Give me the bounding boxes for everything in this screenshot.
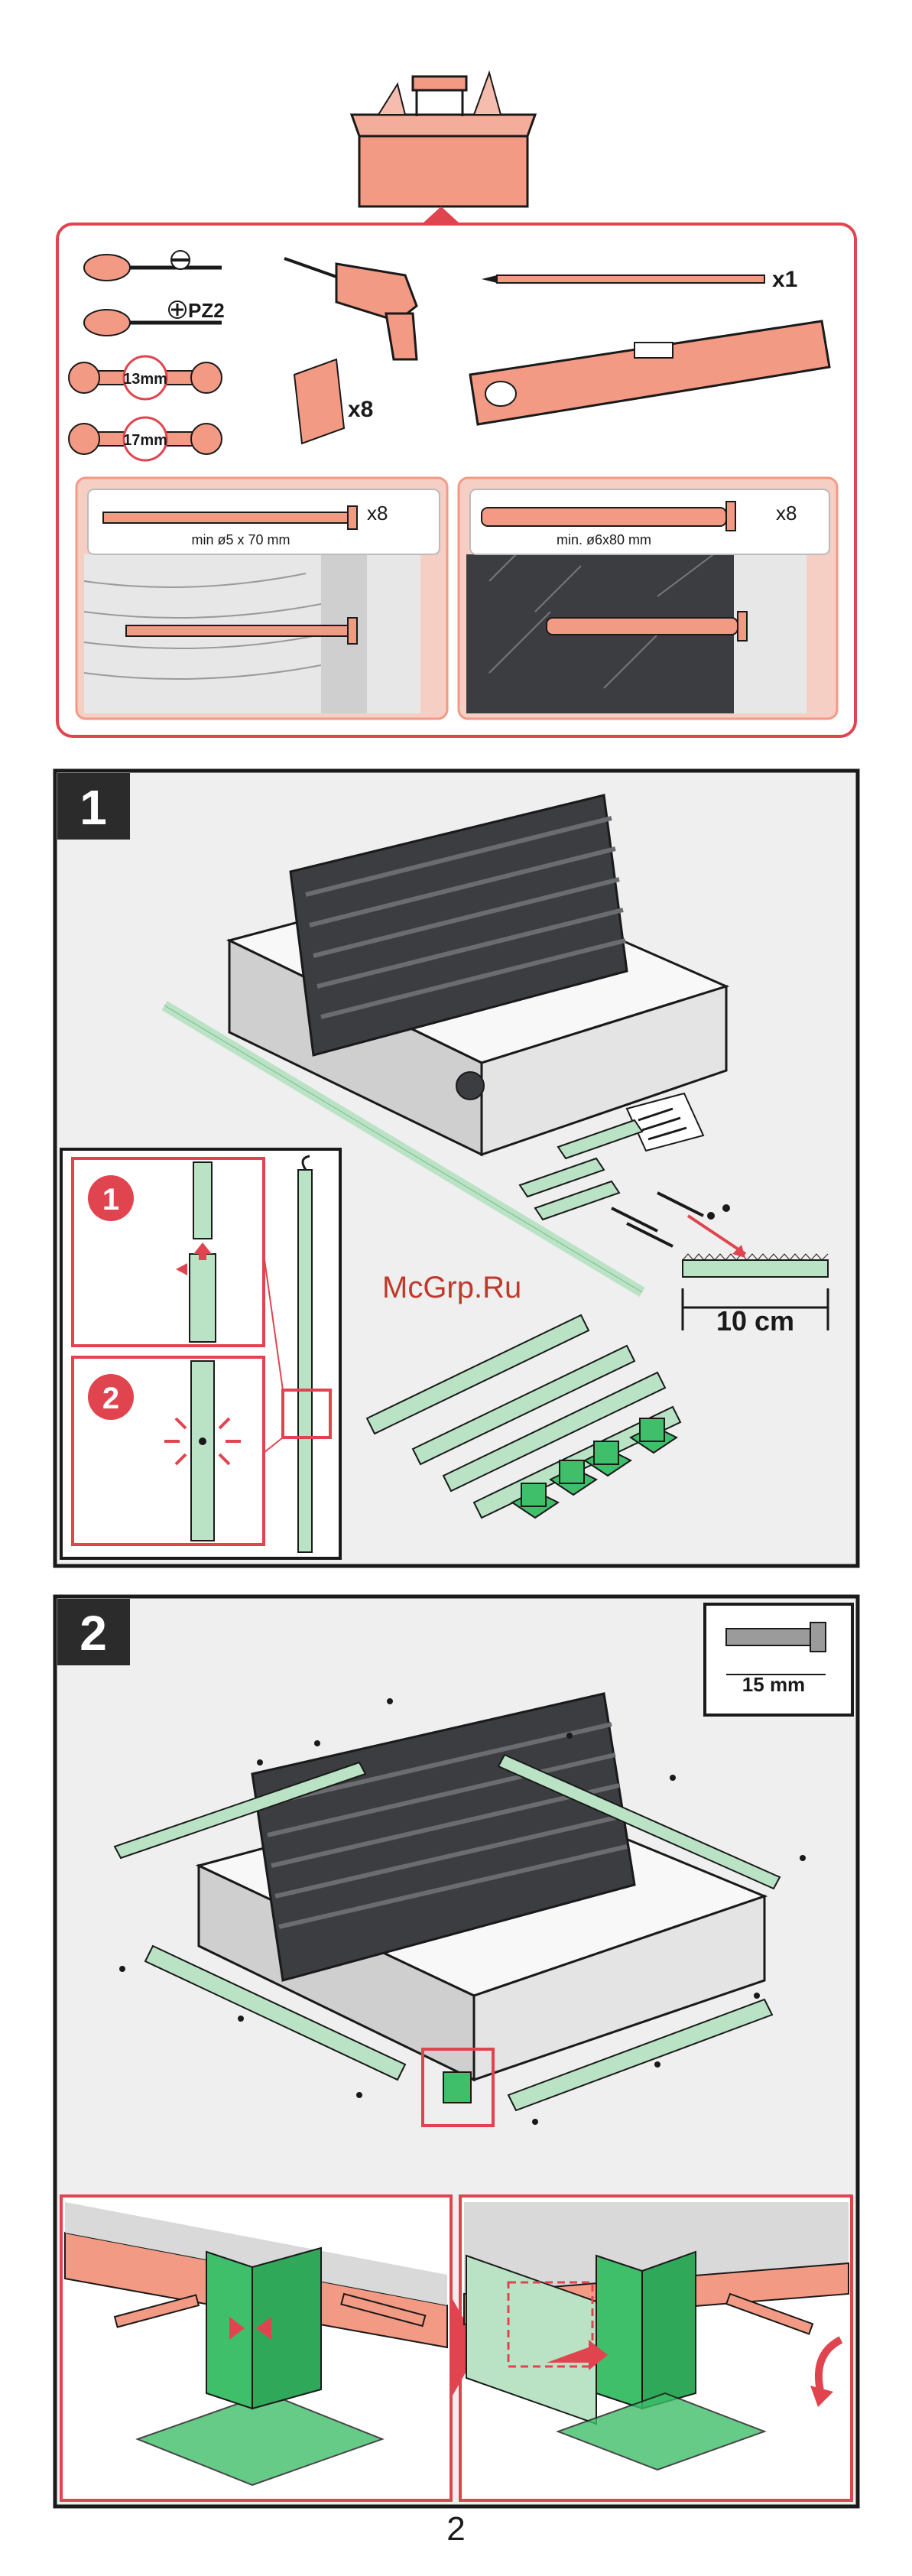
screw-spec-box (705, 1604, 852, 1715)
screw-length-label: 15 mm (742, 1673, 805, 1696)
page-number: 2 (0, 2510, 912, 2548)
step2-number: 2 (80, 1606, 107, 1661)
